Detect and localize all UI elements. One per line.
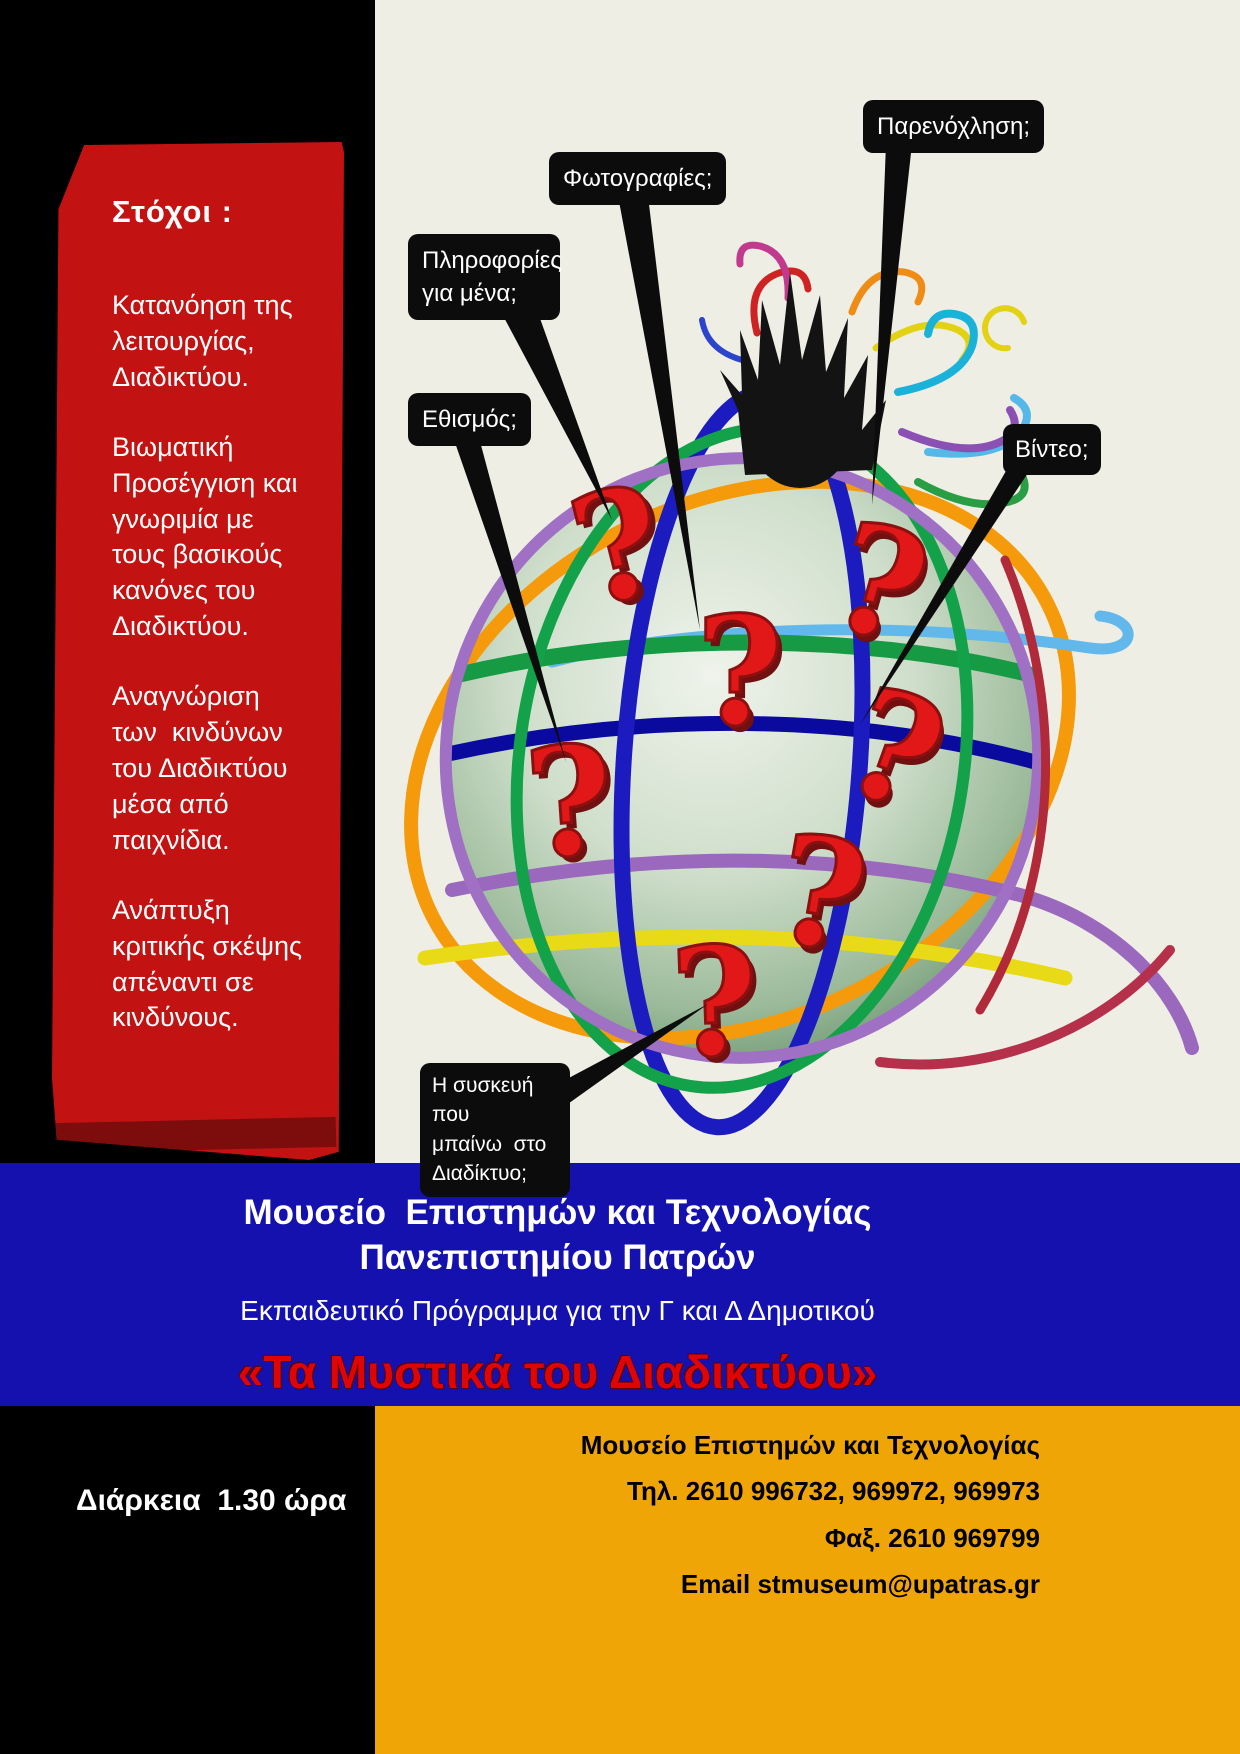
svg-text:?: ? bbox=[696, 584, 784, 760]
ribbon-crimson-arc bbox=[875, 945, 1175, 1070]
goals-panel: Στόχοι : Κατανόηση της λειτουργίας, Διαδ… bbox=[52, 142, 344, 1160]
creature-curl-orange bbox=[848, 268, 926, 316]
question-mark-icon: ? ? bbox=[695, 583, 789, 767]
museum-name-line2: Πανεπιστημίου Πατρών bbox=[359, 1237, 756, 1277]
museum-name-line1: Μουσείο Επιστημών και Τεχνολογίας bbox=[243, 1193, 872, 1232]
tail-info bbox=[500, 296, 612, 520]
callout-harassment: Παρενόχληση; bbox=[863, 100, 1045, 154]
svg-text:?: ? bbox=[673, 919, 767, 1098]
tail-video bbox=[860, 464, 1034, 725]
callout-device: Η συσκευή που μπαίνω στο Διαδίκτυο; bbox=[420, 1063, 570, 1197]
question-mark-icon: ? ? bbox=[666, 912, 767, 1098]
contact-fax: Φαξ. 2610 969799 bbox=[824, 1522, 1040, 1553]
creature bbox=[699, 241, 1031, 509]
goal-item: Κατανόηση της λειτουργίας, Διαδικτύου. bbox=[112, 290, 293, 392]
contact-phone: Τηλ. 2610 996732, 969972, 969973 bbox=[627, 1476, 1040, 1507]
callout-video: Βίντεο; bbox=[1003, 424, 1101, 476]
creature-curl-cyan bbox=[894, 309, 978, 396]
creature-curl-red bbox=[750, 267, 812, 337]
globe-illustration: ? ? ? ? ? ? ? ? ? ? ? ? bbox=[404, 144, 1199, 1136]
creature-curl-green bbox=[914, 472, 1029, 509]
footer-left: Διάρκεια 1.30 ώρα bbox=[0, 1406, 375, 1754]
goals-title: Στόχοι : bbox=[112, 194, 233, 229]
callout-personal-info: Πληροφορίες για μένα; bbox=[408, 234, 562, 321]
creature-body bbox=[748, 376, 852, 488]
callout-tails bbox=[452, 144, 1034, 1106]
duration-label: Διάρκεια 1.30 ώρα bbox=[76, 1484, 347, 1517]
creature-curl-blue bbox=[699, 317, 745, 363]
creature-curl-magenta bbox=[736, 241, 792, 302]
creature-curl-yellow2 bbox=[982, 305, 1027, 352]
creature-curl-purple bbox=[898, 406, 1019, 453]
callout-addiction: Εθισμός; bbox=[408, 393, 531, 447]
svg-text:?: ? bbox=[520, 712, 620, 894]
ribbon-navy-parallel bbox=[440, 715, 1043, 770]
ribbon-crimson-meridian bbox=[975, 555, 1051, 1015]
globe-sphere bbox=[446, 462, 1038, 1054]
tail-harassment bbox=[872, 144, 912, 505]
svg-text:?: ? bbox=[525, 717, 625, 899]
tail-addiction bbox=[452, 434, 566, 762]
tail-device bbox=[565, 1004, 708, 1106]
goals-panel-face: Στόχοι : Κατανόηση της λειτουργίας, Διαδ… bbox=[52, 142, 344, 1160]
program-subtitle: Εκπαιδευτικό Πρόγραμμα για την Γ και Δ Δ… bbox=[240, 1294, 875, 1326]
svg-text:?: ? bbox=[668, 913, 762, 1092]
contact-block: Μουσείο Επιστημών και Τεχνολογίας Τηλ. 2… bbox=[375, 1406, 1240, 1754]
contact-email: Email stmuseum@upatras.gr bbox=[680, 1568, 1040, 1599]
goal-item: Βιωματική Προσέγγιση και γνωριμία με του… bbox=[112, 431, 298, 642]
goal-item: Αναγνώριση των κινδύνων του Διαδικτύου μ… bbox=[112, 681, 288, 855]
ribbon-orange bbox=[404, 474, 1076, 1046]
ribbon-yellow-parallel bbox=[417, 929, 1073, 986]
contact-museum: Μουσείο Επιστημών και Τεχνολογίας bbox=[580, 1430, 1040, 1460]
banner: Μουσείο Επιστημών και Τεχνολογίας Πανεπι… bbox=[0, 1163, 1240, 1406]
question-mark-icon: ? ? bbox=[518, 710, 625, 899]
tail-photos bbox=[618, 196, 700, 630]
svg-text:?: ? bbox=[701, 590, 789, 766]
goal-item: Ανάπτυξη κριτικής σκέψης απέναντι σε κιν… bbox=[112, 894, 303, 1033]
callout-photos: Φωτογραφίες; bbox=[549, 152, 727, 206]
poster-title: «Τα Μυστικά του Διαδικτύου» bbox=[237, 1345, 878, 1398]
goals-content: Στόχοι : Κατανόηση της λειτουργίας, Διαδ… bbox=[52, 142, 344, 1160]
